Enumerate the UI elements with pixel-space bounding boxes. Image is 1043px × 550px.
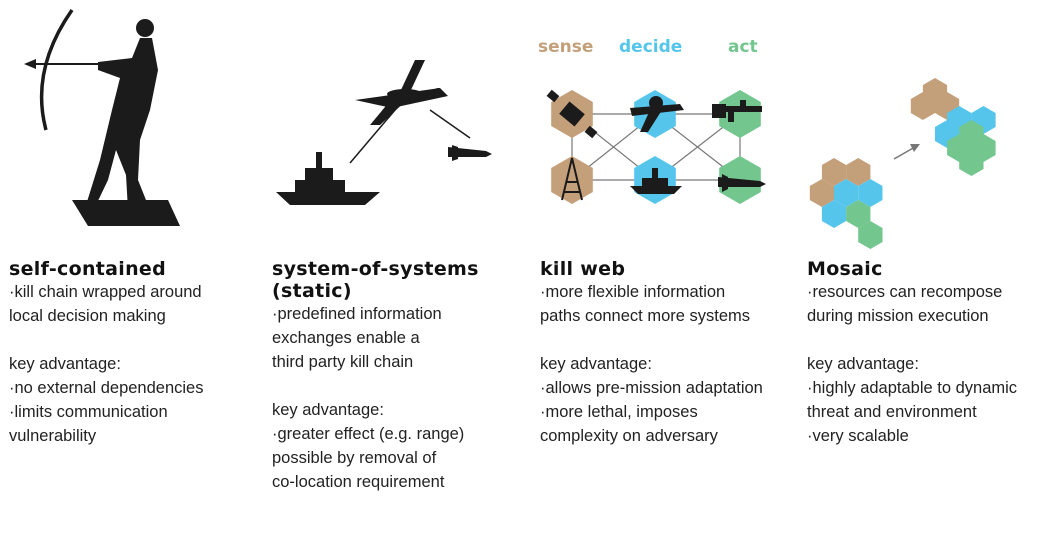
mosaic-hex — [846, 200, 871, 228]
column-mosaic: Mosaic ·resources can recompose during m… — [807, 258, 1017, 448]
rifle-icon — [712, 100, 762, 122]
header-act: act — [728, 37, 758, 57]
mosaic-hex — [834, 179, 859, 207]
title-line: self-contained — [9, 258, 166, 280]
adv-line: ·no external dependencies — [9, 379, 204, 397]
mosaic-art — [809, 78, 996, 249]
missile-icon — [448, 145, 492, 161]
adv-line: ·greater effect (e.g. range) — [272, 425, 465, 443]
hex-node — [551, 156, 593, 204]
title-line: system-of-systems — [272, 258, 479, 280]
desc-line: ·predefined information — [272, 305, 442, 323]
header-sense: sense — [538, 37, 593, 57]
drone-icon — [630, 96, 684, 132]
adv-line: key advantage: — [272, 401, 384, 419]
adv-line: vulnerability — [9, 427, 97, 445]
column-self-contained: self-contained ·kill chain wrapped aroun… — [9, 258, 203, 448]
key-advantage: key advantage: ·allows pre-mission adapt… — [540, 352, 763, 448]
mosaic-hex — [858, 221, 883, 249]
adv-line: ·allows pre-mission adaptation — [540, 379, 763, 397]
adv-line: key advantage: — [540, 355, 652, 373]
warship-icon — [276, 152, 380, 205]
adv-line: key advantage: — [9, 355, 121, 373]
adv-line: ·more lethal, imposes — [540, 403, 698, 421]
column-title: kill web — [540, 258, 763, 280]
desc-line: local decision making — [9, 307, 166, 325]
desc-line: ·kill chain wrapped around — [9, 283, 202, 301]
column-description: ·resources can recompose during mission … — [807, 280, 1017, 328]
key-advantage: key advantage: ·greater effect (e.g. ran… — [272, 398, 479, 494]
mosaic-hex — [809, 179, 834, 207]
arrow-icon — [893, 144, 920, 160]
column-kill-web: kill web ·more flexible information path… — [540, 258, 763, 448]
mosaic-hex — [821, 158, 847, 186]
desc-line: exchanges enable a — [272, 329, 420, 347]
system-of-systems-art — [276, 60, 492, 205]
column-description: ·more flexible information paths connect… — [540, 280, 763, 328]
column-description: ·kill chain wrapped around local decisio… — [9, 280, 203, 328]
radar-tower-icon — [561, 157, 583, 201]
adv-line: ·very scalable — [807, 427, 909, 445]
hex-node — [719, 90, 761, 138]
adv-line: possible by removal of — [272, 449, 437, 467]
desc-line: during mission execution — [807, 307, 989, 325]
adv-line: threat and environment — [807, 403, 977, 421]
column-description: ·predefined information exchanges enable… — [272, 302, 479, 374]
header-decide: decide — [619, 37, 682, 57]
adv-line: key advantage: — [807, 355, 919, 373]
adv-line: ·limits communication — [9, 403, 168, 421]
mosaic-hex — [846, 158, 871, 186]
satellite-icon — [546, 89, 598, 139]
missile-icon — [718, 174, 766, 192]
adv-line: complexity on adversary — [540, 427, 718, 445]
mosaic-hex — [959, 148, 984, 176]
kill-web-art — [546, 89, 766, 204]
column-title: self-contained — [9, 258, 203, 280]
title-line: (static) — [272, 280, 352, 302]
desc-line: ·more flexible information — [540, 283, 726, 301]
awacs-aircraft-icon — [355, 60, 448, 125]
title-line: Mosaic — [807, 258, 883, 280]
column-title: system-of-systems (static) — [272, 258, 479, 302]
mosaic-hex — [858, 179, 883, 207]
warship-icon — [630, 168, 682, 194]
desc-line: paths connect more systems — [540, 307, 751, 325]
title-line: kill web — [540, 258, 626, 280]
column-title: Mosaic — [807, 258, 1017, 280]
mosaic-hex — [821, 200, 847, 228]
link-line — [429, 109, 471, 139]
key-advantage: key advantage: ·highly adaptable to dyna… — [807, 352, 1017, 448]
archer-statue-icon — [24, 8, 180, 226]
adv-line: co-location requirement — [272, 473, 445, 491]
key-advantage: key advantage: ·no external dependencies… — [9, 352, 203, 448]
mosaic-hex — [910, 92, 935, 120]
illustration-row: sense decide act — [24, 8, 996, 249]
link-line — [349, 109, 396, 164]
adv-line: ·highly adaptable to dynamic — [807, 379, 1018, 397]
hex-cluster-icon — [809, 78, 996, 249]
desc-line: third party kill chain — [272, 353, 414, 371]
desc-line: ·resources can recompose — [807, 283, 1003, 301]
column-system-of-systems: system-of-systems (static) ·predefined i… — [272, 258, 479, 494]
